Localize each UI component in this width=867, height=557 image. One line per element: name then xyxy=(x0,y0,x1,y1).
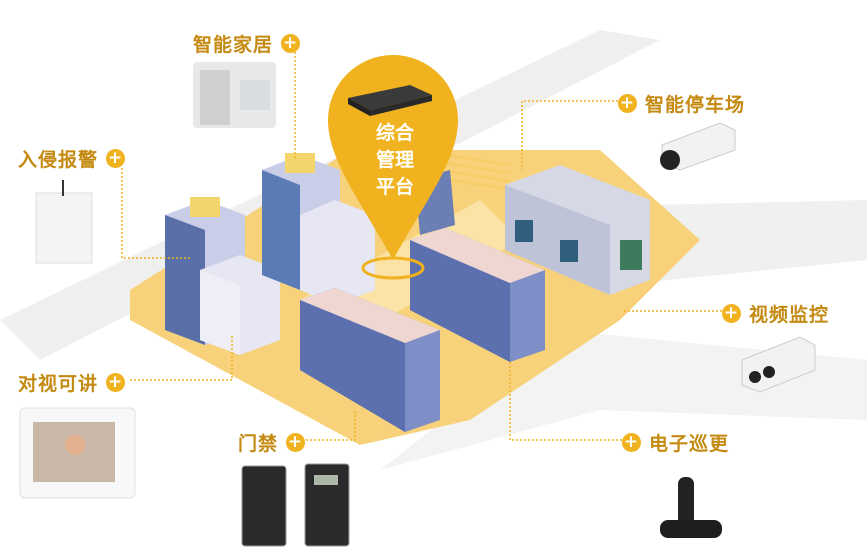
platform-line-3: 平台 xyxy=(375,176,414,198)
label-video-intercom[interactable]: 对视可讲 + xyxy=(18,369,126,396)
label-access-control[interactable]: 门禁 + xyxy=(238,429,306,456)
label-text: 智能家居 xyxy=(193,34,274,56)
label-video-surveillance[interactable]: + 视频监控 xyxy=(722,300,829,327)
label-text: 对视可讲 xyxy=(18,373,99,395)
plus-icon[interactable]: + xyxy=(106,148,126,168)
crosswalk xyxy=(444,153,511,191)
location-pin xyxy=(328,55,458,280)
building-row-front xyxy=(300,288,440,432)
bullet-camera-image xyxy=(660,122,736,171)
building-row-right xyxy=(410,228,545,362)
label-electronic-patrol[interactable]: + 电子巡更 xyxy=(622,429,729,456)
patrol-stick-image xyxy=(660,477,722,538)
plus-icon[interactable]: + xyxy=(622,432,641,452)
plus-icon[interactable]: + xyxy=(281,33,301,53)
building-parking xyxy=(505,165,650,295)
building-tower-left xyxy=(165,197,280,355)
box-camera-image xyxy=(741,336,816,393)
label-text: 视频监控 xyxy=(749,304,830,326)
platform-line-1: 综合 xyxy=(375,122,414,144)
label-intrusion-alarm[interactable]: 入侵报警 + xyxy=(18,145,126,172)
plus-icon[interactable]: + xyxy=(722,303,741,323)
smart-home-interior-image xyxy=(193,62,276,128)
label-smart-parking[interactable]: + 智能停车场 xyxy=(618,90,745,117)
plus-icon[interactable]: + xyxy=(286,432,306,452)
plus-icon[interactable]: + xyxy=(618,93,637,113)
access-card-reader-image xyxy=(241,463,350,547)
label-text: 门禁 xyxy=(238,433,279,455)
platform-label: 综合 管理 平台 xyxy=(365,120,425,201)
label-text: 智能停车场 xyxy=(645,94,746,116)
building-tower-middle xyxy=(262,153,375,305)
server-icon xyxy=(348,85,432,110)
label-smart-home[interactable]: 智能家居 + xyxy=(193,30,301,57)
label-text: 入侵报警 xyxy=(18,149,99,171)
plus-icon[interactable]: + xyxy=(106,372,126,392)
alarm-box-image xyxy=(35,180,93,264)
video-intercom-image xyxy=(19,407,136,499)
platform-line-2: 管理 xyxy=(375,149,414,171)
connector-lines xyxy=(121,52,722,441)
label-text: 电子巡更 xyxy=(649,433,730,455)
